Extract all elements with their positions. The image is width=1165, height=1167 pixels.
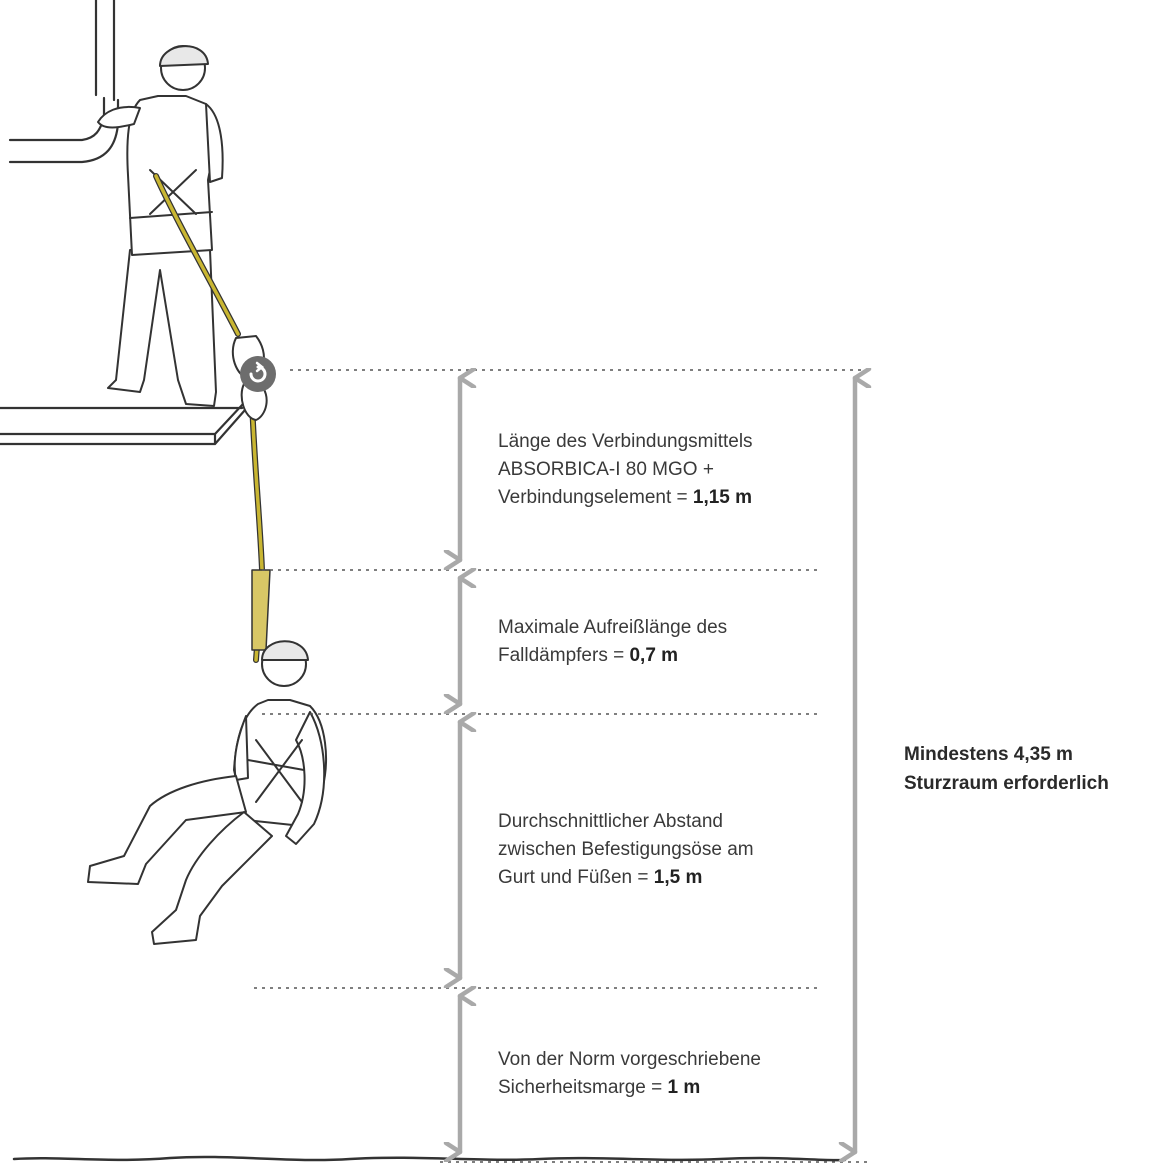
suspended-worker-left-arm (235, 716, 248, 780)
vertical-pipe (96, 0, 114, 100)
segment-value: 0,7 m (629, 645, 678, 666)
segment-line: Falldämpfers = (498, 645, 629, 666)
segment-label-body: Durchschnittlicher Abstand zwischen Befe… (498, 808, 754, 892)
segment-label-absorber: Maximale Aufreißlänge des Falldämpfers =… (498, 614, 727, 670)
shock-absorber (252, 570, 270, 650)
segment-line: Von der Norm vorgeschriebene (498, 1046, 761, 1074)
total-clearance-label: Mindestens 4,35 m Sturzraum erforderlich (904, 740, 1109, 798)
segment-line: zwischen Befestigungsöse am (498, 836, 754, 864)
segment-label-safety: Von der Norm vorgeschriebene Sicherheits… (498, 1046, 761, 1102)
segment-line: Sicherheitsmarge = (498, 1077, 668, 1098)
segment-line: ABSORBICA-I 80 MGO + (498, 456, 753, 484)
worker-arm-right (206, 104, 223, 182)
platform (0, 404, 245, 444)
segment-line: Durchschnittlicher Abstand (498, 808, 754, 836)
horizontal-pipe (10, 98, 118, 162)
segment-line: Länge des Verbindungsmittels (498, 428, 753, 456)
segment-value: 1 m (668, 1077, 701, 1098)
worker-helmet-icon (160, 46, 208, 66)
worker-torso (127, 96, 214, 255)
segment-line: Verbindungselement = (498, 487, 693, 508)
standing-worker-figure (98, 46, 223, 406)
anchor-point-icon (240, 356, 276, 392)
ground-line (14, 1157, 845, 1160)
segment-value: 1,15 m (693, 487, 752, 508)
structure (0, 0, 845, 1160)
segment-label-lanyard: Länge des Verbindungsmittels ABSORBICA-I… (498, 428, 753, 512)
total-line-2: Sturzraum erforderlich (904, 769, 1109, 798)
worker-legs (108, 250, 216, 406)
segment-value: 1,5 m (654, 867, 703, 888)
suspended-worker-figure (88, 641, 326, 944)
segment-line: Maximale Aufreißlänge des (498, 614, 727, 642)
suspended-worker-helmet-icon (262, 641, 308, 660)
segment-line: Gurt und Füßen = (498, 867, 654, 888)
total-line-1: Mindestens 4,35 m (904, 740, 1109, 769)
